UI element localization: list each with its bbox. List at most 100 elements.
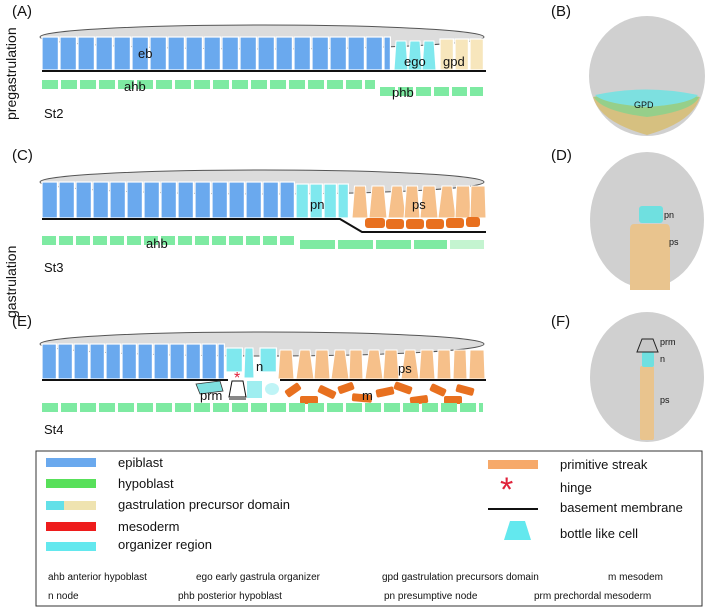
epiblast-cell: [203, 36, 221, 71]
mesoderm-cells: [284, 381, 475, 405]
precursor-cell: [469, 38, 484, 71]
hypoblast-cell: [99, 80, 115, 89]
mesoderm-cells: [365, 217, 480, 229]
basement-membrane: [42, 218, 486, 233]
hypoblast-cell: [195, 236, 209, 245]
epiblast-cell: [121, 343, 137, 380]
node-cell: [265, 383, 279, 395]
node-cell: [225, 347, 243, 373]
mesoderm-cell: [284, 382, 302, 398]
epiblast-cell: [201, 343, 217, 380]
abbr-ego: ego early gastrula organizer: [196, 572, 321, 583]
primitive-streak-cell: [437, 185, 457, 219]
hypoblast-cell: [434, 87, 449, 96]
abbr-m: m mesodem: [608, 572, 663, 583]
epiblast-cell: [89, 343, 105, 380]
hypoblast-cell: [327, 403, 343, 412]
hypoblast-cell: [232, 403, 248, 412]
ahb-label: ahb: [124, 79, 146, 94]
epiblast-cell: [211, 181, 228, 219]
hypoblast-cell: [308, 403, 324, 412]
epiblast-cell: [109, 181, 126, 219]
prechordal-mesoderm-region: [636, 338, 659, 353]
primitive-streak-cell: [348, 349, 364, 380]
primitive-streak-cell: [468, 349, 486, 380]
hypoblast-cell: [251, 403, 267, 412]
gpd-region-label: GPD: [634, 100, 654, 110]
primitive-streak-cell: [351, 185, 369, 219]
panel-b: (B) GPD: [551, 3, 705, 136]
hypoblast-cell: [194, 403, 210, 412]
gpd-swatch-organizer: [46, 501, 64, 510]
hypoblast-cell: [118, 403, 134, 412]
legend-basement-membrane: basement membrane: [560, 500, 683, 515]
pregastrulation-label: pregastrulation: [3, 27, 19, 120]
epiblast-cell: [113, 36, 131, 71]
epiblast-cell: [262, 181, 279, 219]
abbr-gpd: gpd gastrulation precursors domain: [382, 572, 539, 583]
mesoderm-cell: [337, 382, 355, 394]
hypoblast-cell: [380, 87, 395, 96]
epiblast-cell: [293, 36, 311, 71]
epiblast-cell: [41, 181, 58, 219]
hypoblast-cell: [213, 80, 229, 89]
epiblast-layer: [41, 36, 484, 71]
hypoblast-cell: [416, 87, 431, 96]
ego-label: ego: [404, 54, 426, 69]
epiblast-cell: [73, 343, 89, 380]
mesoderm-cell: [317, 385, 337, 399]
epiblast-cell: [257, 36, 275, 71]
epiblast-cell: [41, 36, 59, 71]
hypoblast-cell: [384, 403, 400, 412]
epiblast-cell: [221, 36, 239, 71]
hypoblast-cell: [99, 403, 115, 412]
node-cell: [259, 347, 277, 373]
stage-label: St4: [44, 422, 64, 437]
mesoderm-cell: [351, 393, 373, 403]
mesoderm-cell: [426, 219, 444, 229]
stage-label: St3: [44, 260, 64, 275]
hypoblast-cell: [346, 403, 362, 412]
epiblast-cell: [153, 343, 169, 380]
eb-label: eb: [138, 46, 152, 61]
primitive-streak-cell: [469, 185, 487, 219]
epiblast-cell: [194, 181, 211, 219]
abbr-prm: prm prechordal mesoderm: [534, 591, 651, 602]
primitive-streak-cell: [454, 185, 472, 219]
hypoblast-cell: [156, 80, 172, 89]
bottle-cells: [195, 380, 279, 400]
mesoderm-cell: [444, 396, 462, 404]
ahb-label: ahb: [146, 236, 168, 251]
epiblast-cell: [383, 36, 392, 71]
hypoblast-cell: [251, 80, 267, 89]
hypoblast-cell: [270, 80, 286, 89]
epiblast-cell: [275, 36, 293, 71]
mesoderm-cell: [406, 219, 424, 229]
epiblast-layer: [41, 343, 486, 380]
hypoblast-cell: [452, 87, 467, 96]
hypoblast-swatch: [46, 479, 96, 488]
hypoblast-cell: [80, 403, 96, 412]
primitive-streak-region: [630, 224, 670, 290]
ps-label: ps: [412, 197, 426, 212]
prm-region-label: prm: [660, 337, 676, 347]
prechordal-mesoderm-cell: [195, 380, 224, 395]
hypoblast-cell: [59, 236, 73, 245]
mesoderm-cell: [393, 381, 413, 395]
mesoderm-swatch: [46, 522, 96, 531]
presumptive-node-cell: [323, 183, 337, 219]
hypoblast-cell: [61, 80, 77, 89]
legend-hypoblast: hypoblast: [118, 476, 174, 491]
hypoblast-cell: [137, 403, 153, 412]
epiblast-cell: [57, 343, 73, 380]
primitive-streak-cell: [382, 349, 400, 380]
hypoblast-cell: [270, 403, 286, 412]
legend-mesoderm: mesoderm: [118, 519, 179, 534]
hinge-icon: *: [500, 471, 513, 509]
panel-c: (C) pn ps ahb St3: [12, 147, 487, 275]
hypoblast-cell: [178, 236, 192, 245]
ps-region-label: ps: [669, 237, 679, 247]
hypoblast-cell: [61, 403, 77, 412]
epiblast-cell: [126, 181, 143, 219]
epiblast-cell: [160, 181, 177, 219]
